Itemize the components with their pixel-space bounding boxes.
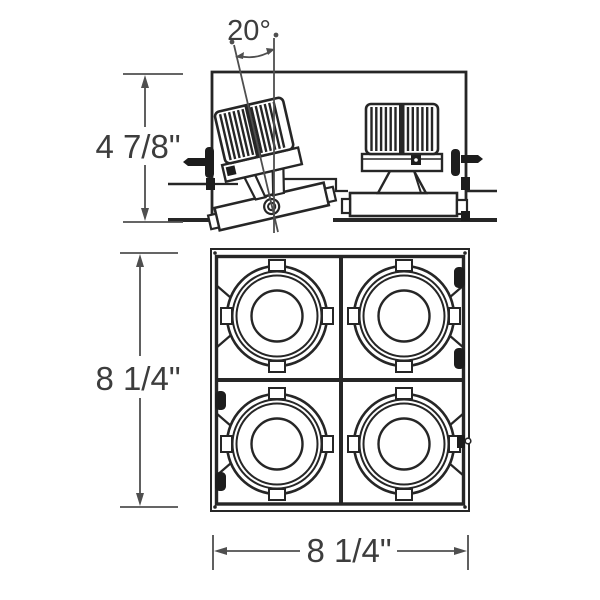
tilted-trim-cap-left: [206, 212, 221, 231]
angle-dot-right: [273, 32, 279, 38]
bottom-plan-view: 8 1/4" 8 1/4": [95, 248, 472, 570]
plan-height-dimension: 8 1/4": [95, 252, 181, 508]
clip-right-top: [454, 267, 465, 288]
corner-rivet-tr: [463, 251, 467, 255]
collar-screw-hole: [414, 158, 418, 162]
yoke-strut: [413, 170, 422, 194]
corner-rivet-br: [463, 505, 467, 509]
frame-clips: [215, 267, 472, 491]
lamp-collar: [360, 152, 444, 173]
plan-width-dimension: 8 1/4": [212, 532, 469, 570]
height-dimension: 4 7/8": [95, 73, 183, 223]
trim-cap-left: [340, 197, 352, 215]
clip-arm: [183, 158, 206, 166]
latch-br: [457, 435, 465, 448]
clip-foot-lower: [461, 211, 470, 221]
clip-foot: [206, 178, 215, 190]
trim-box: [348, 191, 459, 218]
clip-bar: [451, 149, 460, 176]
angle-arc: [238, 50, 272, 59]
angle-label: 20°: [227, 15, 271, 47]
clip-right-mid: [454, 348, 465, 369]
lamp-bottom-left: [219, 386, 335, 502]
arrow-right: [454, 547, 467, 555]
angle-arrow-right: [266, 48, 275, 55]
mounting-clip-left: [183, 147, 215, 190]
tilted-trim-cap-right: [323, 185, 338, 204]
clip-arm: [461, 155, 483, 163]
plan-height-label: 8 1/4": [95, 360, 180, 397]
angle-dot-left: [229, 39, 235, 45]
corner-rivet-tl: [213, 251, 217, 255]
frame-outer: [210, 248, 470, 512]
side-elevation-view: 20° 4 7/8": [95, 15, 497, 233]
clip-left-mid: [215, 391, 226, 410]
plan-width-label: 8 1/4": [306, 532, 391, 569]
lamp-top-left: [219, 258, 335, 374]
arrow-up: [136, 254, 144, 267]
fin-center-band: [399, 105, 405, 153]
height-label: 4 7/8": [95, 128, 180, 165]
angle-ref-line-tilted: [233, 44, 279, 233]
angle-dimension: 20°: [227, 15, 279, 233]
arrow-down: [141, 208, 149, 221]
lamp-top-right: [346, 258, 462, 374]
collar-screw: [225, 165, 237, 177]
corner-rivet-bl: [213, 505, 217, 509]
latch-screw: [464, 437, 472, 445]
arrow-up: [141, 75, 149, 88]
mounting-clip-right: [451, 149, 483, 221]
vertical-lamp-module: [340, 102, 469, 218]
clip-foot: [461, 177, 470, 190]
bay-step: [282, 177, 348, 193]
clip-left-bottom: [215, 472, 226, 491]
arrow-down: [136, 493, 144, 506]
lamp-bottom-right: [346, 386, 462, 502]
angle-arrow-left: [235, 52, 244, 59]
frame: [210, 248, 470, 512]
arrow-left: [214, 547, 227, 555]
housing-outline: [210, 70, 468, 219]
heatsink-fins: [370, 107, 434, 151]
clip-bar: [205, 147, 214, 178]
yoke-cone: [375, 169, 429, 195]
